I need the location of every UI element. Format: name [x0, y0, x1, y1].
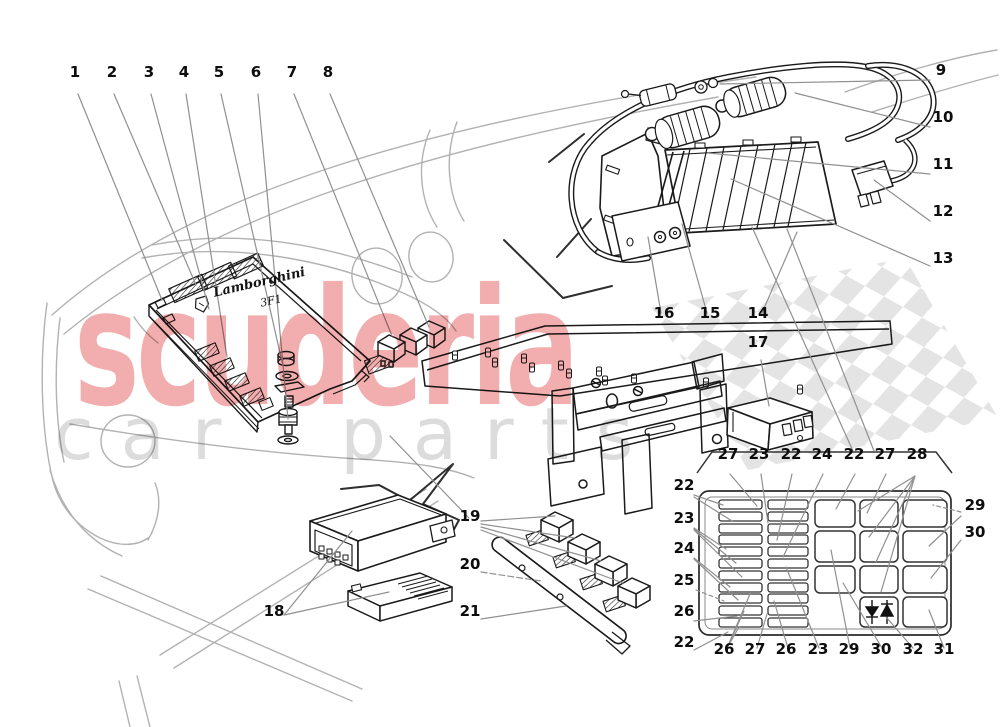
- callout-3: 3: [143, 63, 155, 81]
- callout-22-left2: 22: [673, 633, 695, 651]
- check-valve: [639, 83, 677, 107]
- brand-shield-icon: [194, 295, 210, 313]
- callout-29-right: 29: [964, 496, 986, 514]
- mount-screw: [653, 230, 667, 244]
- relay-cube: [617, 577, 651, 609]
- callout-26-left: 26: [673, 602, 695, 620]
- ignition-coils: [620, 76, 787, 150]
- plate-studs: [452, 347, 803, 395]
- watermark-brand: scuderia: [74, 255, 579, 443]
- callout-27-bot: 27: [744, 640, 766, 658]
- callout-22-top1: 22: [780, 445, 802, 463]
- callout-30-bot: 30: [870, 640, 892, 658]
- callout-29-bot: 29: [838, 640, 860, 658]
- callout-6: 6: [250, 63, 262, 81]
- checkered-flag-watermark: [652, 258, 998, 470]
- fuse-box: [698, 490, 952, 636]
- callout-21: 21: [459, 602, 481, 620]
- callout-31: 31: [933, 640, 955, 658]
- amplifier-module: [347, 572, 453, 622]
- callout-23-left: 23: [673, 509, 695, 527]
- connector-plug: [851, 137, 918, 208]
- callout-13: 13: [932, 249, 954, 267]
- callout-23-bot: 23: [807, 640, 829, 658]
- callout-27-top1: 27: [717, 445, 739, 463]
- callout-10: 10: [932, 108, 954, 126]
- assembly-lower-plate: [611, 201, 691, 262]
- callout-19: 19: [459, 507, 481, 525]
- relay-cube: [377, 334, 406, 368]
- callout-24-left: 24: [673, 539, 695, 557]
- callout-32: 32: [902, 640, 924, 658]
- support-bracket: [547, 353, 729, 515]
- fuse-column-2: [767, 499, 809, 628]
- callout-1: 1: [69, 63, 81, 81]
- callout-22-top2: 22: [843, 445, 865, 463]
- relay-rail: [491, 536, 631, 655]
- callout-17: 17: [747, 333, 769, 351]
- callout-16: 16: [653, 304, 675, 322]
- ecu-unit: [309, 494, 456, 572]
- coil-screw: [707, 77, 719, 89]
- callout-15: 15: [699, 304, 721, 322]
- callout-28: 28: [906, 445, 928, 463]
- callout-23-top: 23: [748, 445, 770, 463]
- dash-relays: [363, 320, 446, 375]
- callout-30-right: 30: [964, 523, 986, 541]
- watermark-subtitle: car parts: [54, 392, 661, 476]
- dash-control-unit: [148, 252, 371, 433]
- callout-8: 8: [322, 63, 334, 81]
- relay-row: [525, 511, 651, 613]
- leader-lines: [77, 79, 962, 651]
- callout-26-bot2: 26: [775, 640, 797, 658]
- callout-27-top2: 27: [874, 445, 896, 463]
- callout-12: 12: [932, 202, 954, 220]
- range-bracket: [696, 451, 953, 474]
- console-dark-lines: [340, 133, 613, 534]
- callout-24-top: 24: [811, 445, 833, 463]
- callout-5: 5: [213, 63, 225, 81]
- mount-screw: [668, 226, 682, 240]
- callout-26-bot1: 26: [713, 640, 735, 658]
- diode-up-icon: [879, 600, 895, 624]
- diode-down-icon: [864, 600, 880, 624]
- coil-screw: [694, 80, 708, 94]
- callout-20: 20: [459, 555, 481, 573]
- dashboard-sketch: [41, 49, 999, 727]
- mounting-plate: [421, 320, 893, 397]
- callout-14: 14: [747, 304, 769, 322]
- callout-7: 7: [286, 63, 298, 81]
- fuse-column-1: [718, 499, 763, 628]
- relay-box-17: [726, 397, 814, 451]
- callout-18: 18: [263, 602, 285, 620]
- callout-25-left: 25: [673, 571, 695, 589]
- callout-9: 9: [935, 61, 947, 79]
- callout-2: 2: [106, 63, 118, 81]
- relay-cube: [594, 555, 628, 587]
- callout-22-left1: 22: [673, 476, 695, 494]
- callout-11: 11: [932, 155, 954, 173]
- relay-cube: [399, 327, 428, 356]
- callout-4: 4: [178, 63, 190, 81]
